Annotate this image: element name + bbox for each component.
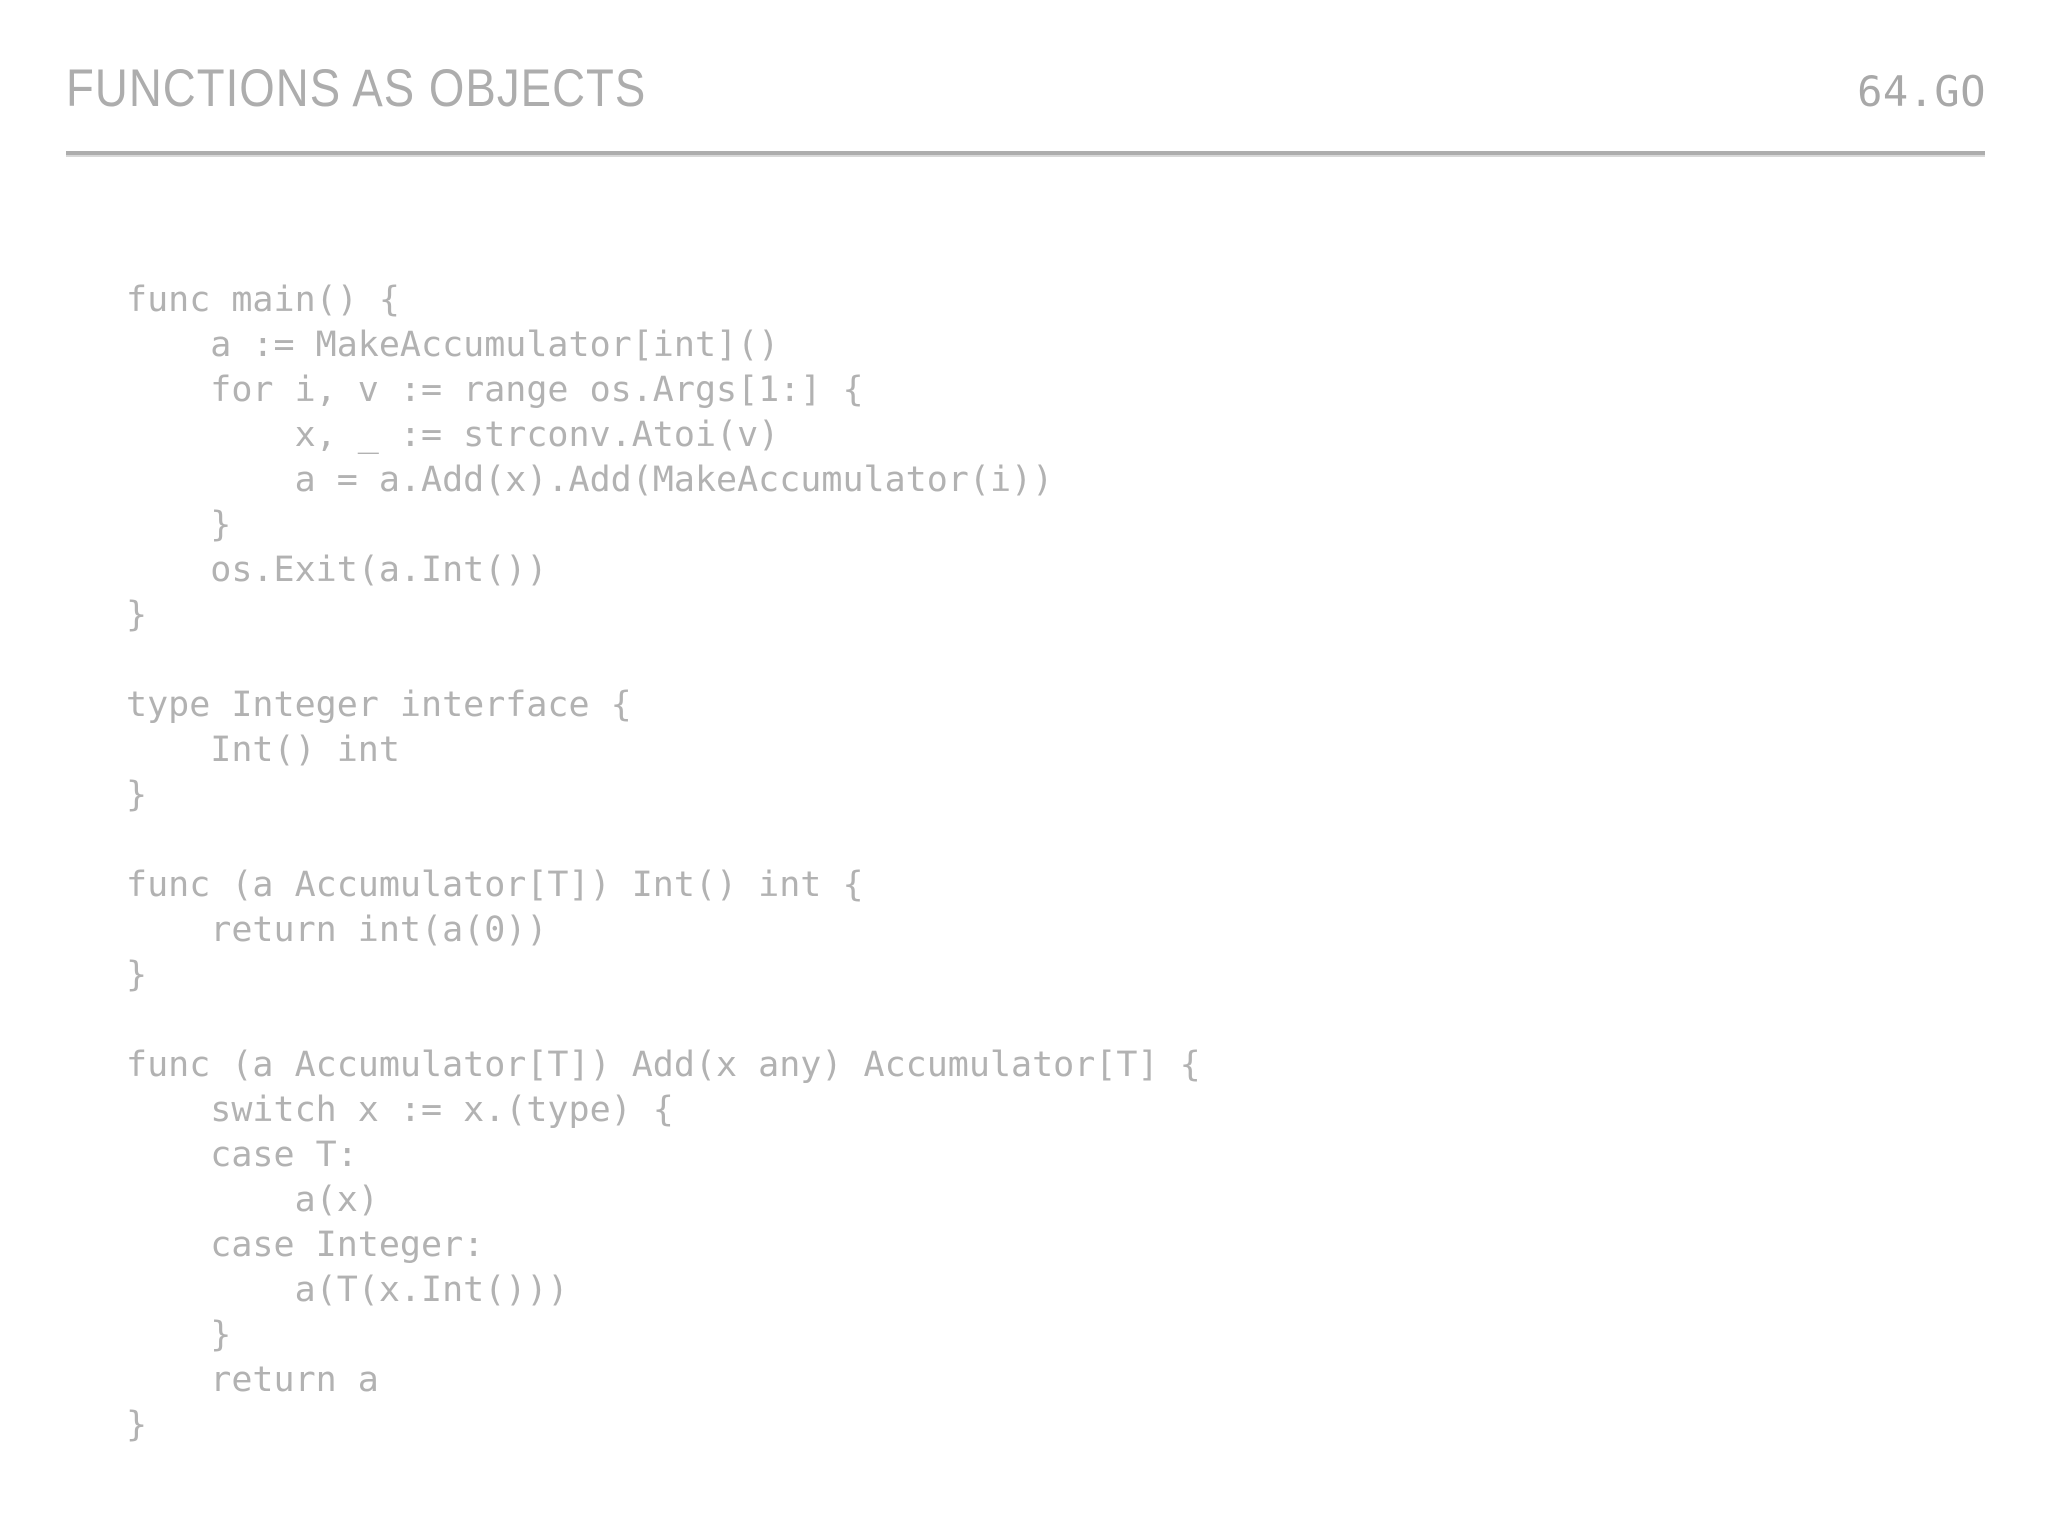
code-line: } [126, 505, 232, 545]
slide-number-label: 64.GO [1857, 67, 1986, 116]
code-line: } [126, 595, 148, 635]
code-line: type Integer interface { [126, 685, 632, 725]
code-line: x, _ := strconv.Atoi(v) [126, 415, 780, 455]
slide-header: Functions as Objects 64.GO [66, 62, 1986, 134]
code-line: case Integer: [126, 1225, 485, 1265]
code-line: } [126, 775, 148, 815]
code-line: } [126, 1315, 232, 1355]
code-block: func main() { a := MakeAccumulator[int](… [126, 278, 1201, 1448]
header-divider [66, 151, 1985, 157]
code-line: a := MakeAccumulator[int]() [126, 325, 780, 365]
code-line: for i, v := range os.Args[1:] { [126, 370, 864, 410]
code-line: a = a.Add(x).Add(MakeAccumulator(i)) [126, 460, 1054, 500]
code-line-blank [126, 998, 1201, 1043]
code-line: } [126, 955, 148, 995]
code-line: func main() { [126, 280, 400, 320]
code-listing: func main() { a := MakeAccumulator[int](… [126, 278, 1201, 1448]
code-line: func (a Accumulator[T]) Int() int { [126, 865, 864, 905]
code-line: return int(a(0)) [126, 910, 548, 950]
code-line: os.Exit(a.Int()) [126, 550, 548, 590]
code-line: a(x) [126, 1180, 379, 1220]
code-line: func (a Accumulator[T]) Add(x any) Accum… [126, 1045, 1201, 1085]
page-title: Functions as Objects [66, 59, 647, 118]
code-line: Int() int [126, 730, 400, 770]
code-line: } [126, 1405, 148, 1445]
code-line: a(T(x.Int())) [126, 1270, 569, 1310]
code-line-blank [126, 638, 1201, 683]
code-line: return a [126, 1360, 379, 1400]
code-line: case T: [126, 1135, 358, 1175]
code-line: switch x := x.(type) { [126, 1090, 674, 1130]
code-line-blank [126, 818, 1201, 863]
